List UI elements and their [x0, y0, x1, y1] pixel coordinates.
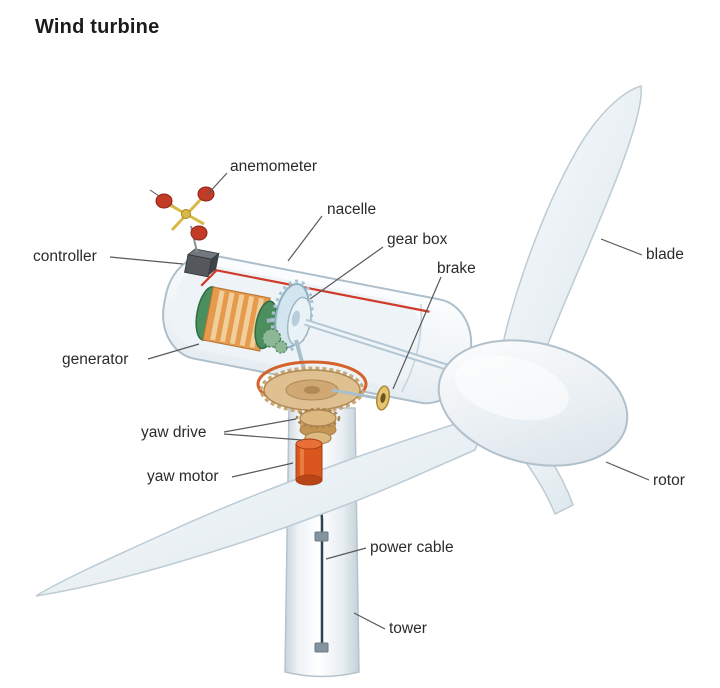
leader-nacelle [287, 215, 323, 262]
anemometer-graphic [149, 186, 215, 253]
label-yaw-motor: yaw motor [147, 468, 219, 485]
roof-cable [200, 269, 430, 313]
leader-yaw-motor [231, 462, 294, 478]
leader-yaw-drive-2 [223, 433, 303, 441]
gearbox-graphic [261, 279, 314, 354]
cable-clamp-lower [314, 642, 329, 653]
aux-gear-green-1 [261, 328, 282, 348]
leader-lines [109, 172, 650, 630]
leader-brake [392, 276, 442, 390]
yaw-drive-gears [295, 407, 341, 445]
leader-rotor [605, 461, 650, 481]
leader-anemometer [206, 172, 228, 196]
rotor-spinner [437, 339, 629, 467]
label-yaw-drive: yaw drive [141, 424, 207, 441]
label-brake: brake [437, 260, 476, 277]
leader-controller [109, 256, 184, 265]
aux-gear-green-2 [274, 340, 288, 354]
cable-clamp-upper [314, 531, 329, 542]
label-anemometer: anemometer [230, 158, 318, 175]
leader-blade [600, 238, 643, 256]
brake-graphic [331, 385, 391, 411]
blade-left [35, 418, 479, 597]
label-tower: tower [389, 620, 427, 637]
nacelle-graphic [162, 248, 473, 405]
leader-gearbox [309, 246, 384, 300]
leader-generator [147, 343, 200, 360]
controller-box [184, 248, 220, 278]
leader-power-cable [325, 547, 367, 560]
leader-tower [353, 612, 386, 630]
cutaway-edge [401, 303, 423, 393]
generator-graphic [195, 286, 286, 352]
page-title: Wind turbine [35, 16, 160, 38]
label-rotor: rotor [653, 472, 685, 489]
label-gear-box: gear box [387, 231, 448, 248]
anemometer-cup [197, 186, 215, 202]
yaw-system [256, 339, 391, 486]
label-generator: generator [62, 351, 129, 368]
yaw-motor-graphic [295, 438, 323, 486]
label-controller: controller [33, 248, 97, 265]
label-nacelle: nacelle [327, 201, 377, 218]
label-power-cable: power cable [370, 539, 454, 556]
label-blade: blade [646, 246, 684, 263]
anemometer-cup [155, 193, 173, 209]
leader-yaw-drive-1 [223, 418, 297, 433]
anemometer-cup [190, 225, 208, 241]
